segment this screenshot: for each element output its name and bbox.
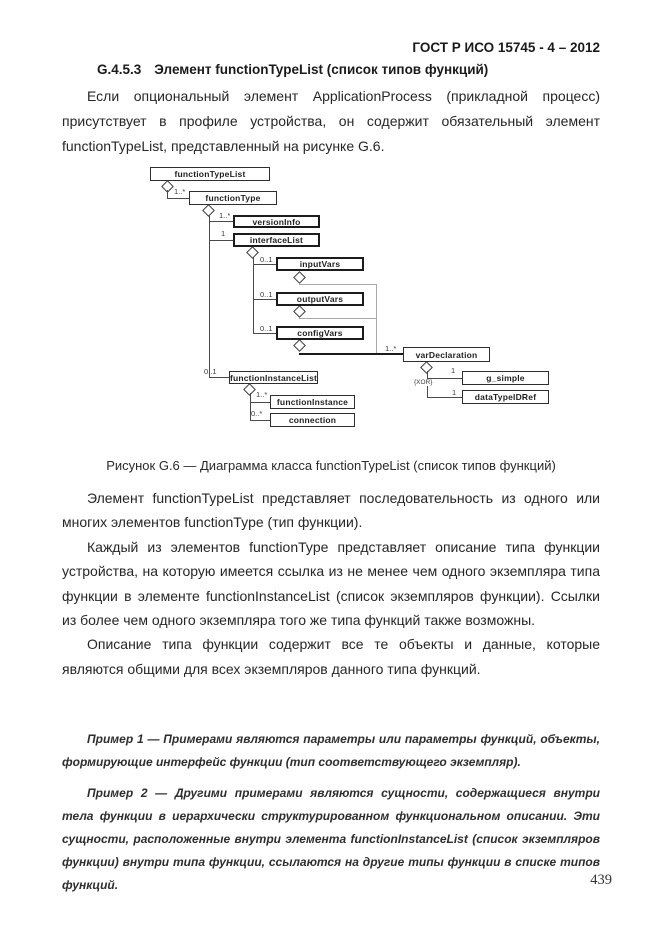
class-box-functionType: functionType — [189, 191, 277, 205]
paragraph: Каждый из элементов functionType предста… — [62, 538, 600, 629]
paragraph-intro: Если опциональный элемент ApplicationPro… — [62, 88, 600, 154]
association-line — [167, 190, 168, 198]
association-line — [299, 284, 377, 285]
multiplicity-label: 1..* — [219, 211, 231, 220]
examples-block: Пример 1 — Примерами являются параметры … — [62, 728, 600, 897]
association-line — [299, 353, 403, 355]
multiplicity-label: {XOR} — [413, 379, 434, 386]
multiplicity-label: 0..1 — [204, 367, 217, 376]
association-line — [253, 333, 276, 334]
class-box-inputVars: inputVars — [276, 257, 364, 271]
association-line — [209, 215, 210, 378]
aggregation-diamond-icon — [293, 339, 306, 352]
paragraph: Описание типа функции содержит все те об… — [62, 636, 600, 677]
multiplicity-label: 0..* — [251, 409, 263, 418]
association-line — [167, 198, 189, 199]
uml-class-diagram: functionTypeList functionType versionInfo i… — [145, 163, 557, 441]
association-line — [253, 257, 254, 333]
aggregation-diamond-icon — [293, 271, 306, 284]
class-box-functionTypeList: functionTypeList — [150, 167, 270, 181]
association-line — [427, 378, 462, 379]
multiplicity-label: 1 — [452, 388, 457, 397]
association-line — [376, 284, 377, 354]
section-number: G.4.5.3 — [97, 62, 142, 77]
association-line — [250, 402, 270, 403]
association-line — [427, 397, 462, 398]
paragraph: Элемент functionTypeList представляет по… — [62, 490, 600, 531]
aggregation-diamond-icon — [293, 305, 306, 318]
association-line — [299, 318, 377, 319]
class-box-connection: connection — [270, 413, 355, 427]
multiplicity-label: 1..* — [385, 344, 397, 353]
class-box-varDeclaration: varDeclaration — [403, 347, 490, 362]
class-box-g_simple: g_simple — [462, 371, 549, 385]
class-box-functionInstance: functionInstance — [270, 395, 355, 409]
class-box-configVars: configVars — [276, 326, 364, 340]
association-line — [253, 299, 276, 300]
example-2: Пример 2 — Другими примерами являются су… — [62, 786, 600, 892]
association-line — [209, 221, 233, 222]
section-heading: G.4.5.3 Элемент functionTypeList (список … — [97, 62, 488, 77]
class-box-outputVars: outputVars — [276, 292, 364, 306]
multiplicity-label: 0..1 — [260, 255, 273, 264]
example-1: Пример 1 — Примерами являются параметры … — [62, 732, 600, 769]
association-line — [253, 264, 276, 265]
page-header: ГОСТ Р ИСО 15745 - 4 – 2012 — [412, 40, 600, 55]
section-title: Элемент functionTypeList (список типов ф… — [154, 62, 489, 77]
multiplicity-label: 1..* — [174, 187, 186, 196]
association-line — [209, 240, 233, 241]
class-box-functionInstanceList: functionInstanceList — [229, 371, 318, 384]
multiplicity-label: 0..1 — [260, 324, 273, 333]
multiplicity-label: 1..* — [256, 390, 268, 399]
multiplicity-label: 0..1 — [260, 290, 273, 299]
multiplicity-label: 1 — [221, 229, 226, 238]
class-box-versionInfo: versionInfo — [233, 215, 320, 228]
association-line — [250, 420, 270, 421]
class-box-interfaceList: interfaceList — [233, 233, 320, 247]
class-box-dataTypeIDRef: dataTypeIDRef — [462, 390, 549, 404]
multiplicity-label: 1 — [451, 366, 456, 375]
association-line — [250, 393, 251, 420]
body-text: Элемент functionTypeList представляет по… — [62, 486, 600, 681]
association-line — [209, 377, 229, 378]
figure-caption: Рисунок G.6 — Диаграмма класса functionT… — [106, 458, 556, 473]
page-number: 439 — [590, 872, 612, 888]
